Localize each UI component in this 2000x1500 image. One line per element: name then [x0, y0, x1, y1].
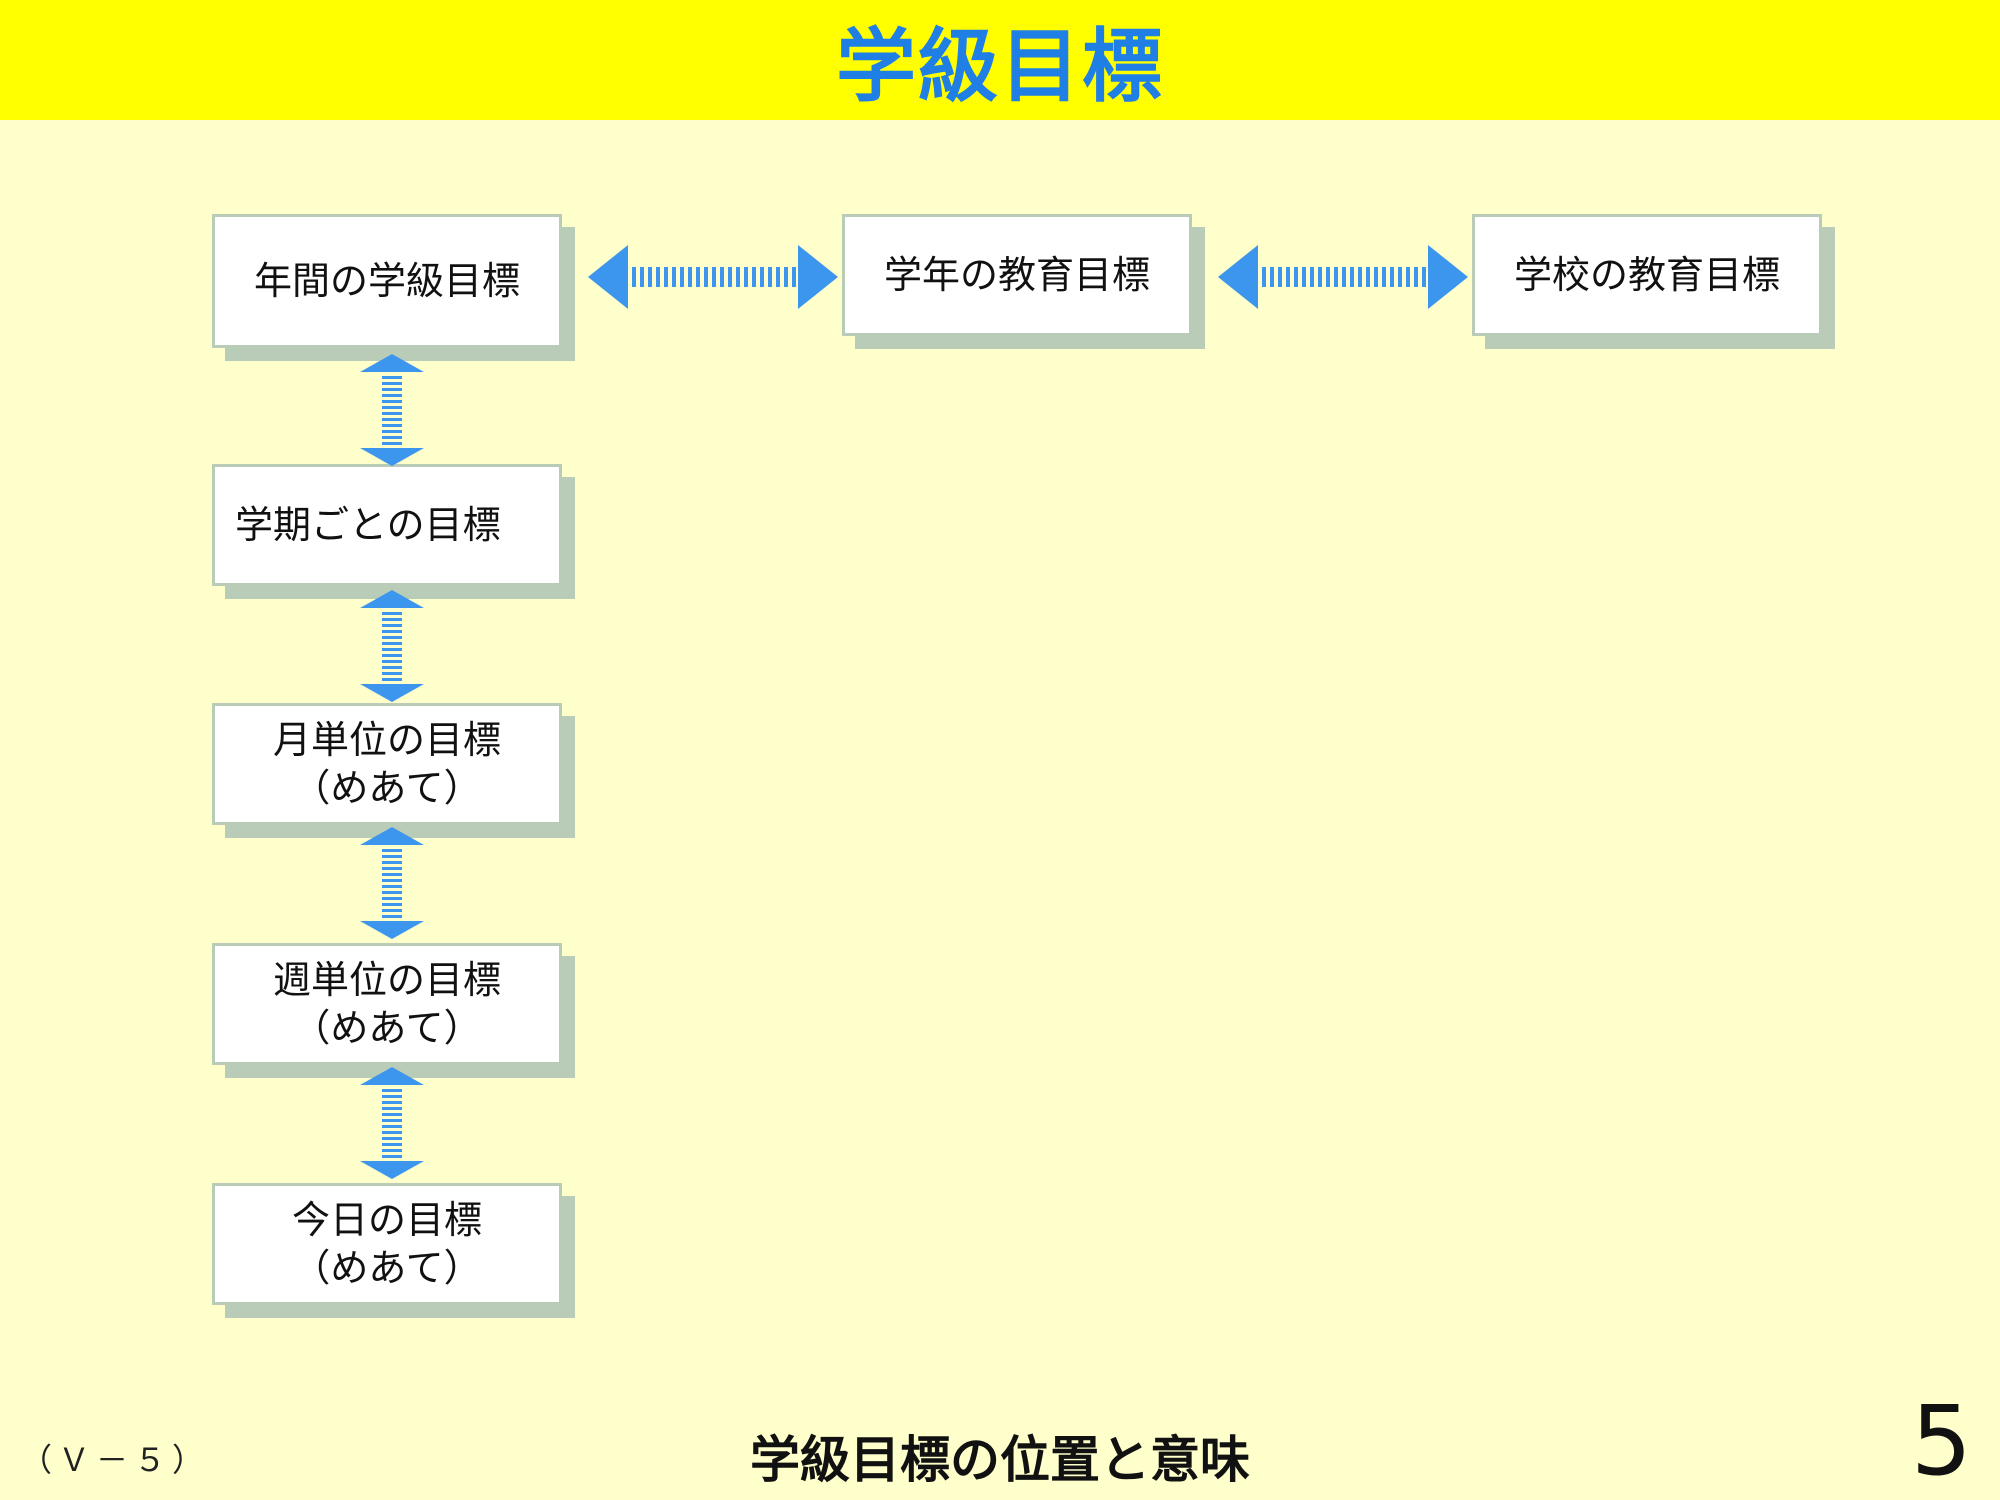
node-label: 今日の目標	[291, 1198, 482, 1242]
node-school-goal: 学校の教育目標	[1472, 214, 1822, 336]
slide-subtitle: 学級目標の位置と意味	[750, 1431, 1250, 1489]
node-term-goal: 学期ごとの目標	[212, 464, 562, 586]
slide-code: （Ｖ－５）	[20, 1441, 211, 1479]
double-arrow-term-monthly	[360, 590, 424, 702]
node-sublabel: （めあて）	[292, 1006, 482, 1050]
node-label: 年間の学級目標	[253, 259, 520, 303]
node-daily-goal: 今日の目標 （めあて）	[212, 1183, 562, 1305]
node-label: 月単位の目標	[272, 718, 501, 762]
node-sublabel: （めあて）	[292, 1246, 482, 1290]
double-arrow-weekly-daily	[360, 1067, 424, 1179]
double-arrow-monthly-weekly	[360, 827, 424, 939]
page-number: 5	[1910, 1385, 1972, 1497]
title-bar	[0, 0, 2000, 120]
node-annual-class-goal: 年間の学級目標	[212, 214, 562, 348]
node-label: 学年の教育目標	[883, 253, 1150, 297]
slide-title: 学級目標	[836, 20, 1164, 113]
double-arrow-annual-grade	[588, 245, 838, 309]
double-arrow-grade-school	[1218, 245, 1468, 309]
node-label: 学校の教育目標	[1513, 253, 1780, 297]
node-label: 週単位の目標	[272, 958, 501, 1002]
node-weekly-goal: 週単位の目標 （めあて）	[212, 943, 562, 1065]
double-arrow-annual-term	[360, 354, 424, 466]
node-monthly-goal: 月単位の目標 （めあて）	[212, 703, 562, 825]
node-label: 学期ごとの目標	[235, 503, 501, 547]
node-grade-goal: 学年の教育目標	[842, 214, 1192, 336]
node-sublabel: （めあて）	[292, 766, 482, 810]
